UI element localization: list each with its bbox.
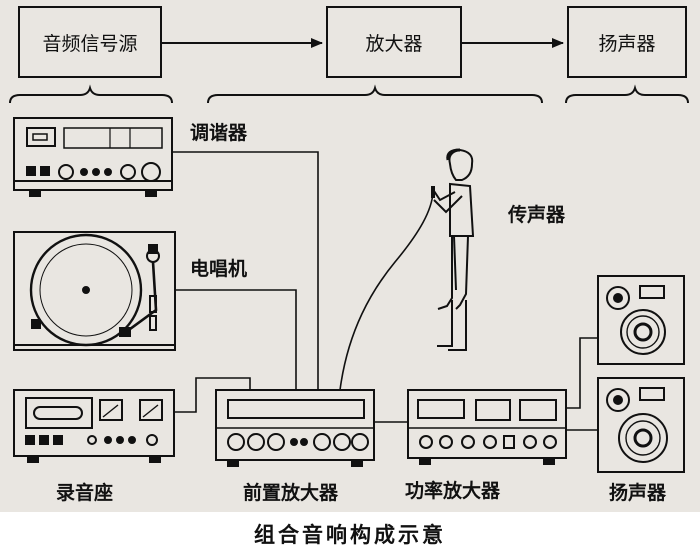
brace-amplifier	[207, 84, 543, 104]
figure-caption: 组合音响构成示意	[254, 523, 446, 547]
wires	[172, 151, 598, 431]
singer-figure	[431, 148, 475, 351]
brace-speaker	[565, 84, 689, 104]
audio-source-box: 音频信号源	[18, 6, 162, 78]
tape-deck-label: 录音座	[56, 482, 114, 504]
power-amp-label: 功率放大器	[405, 480, 501, 502]
microphone-label: 传声器	[508, 204, 566, 226]
preamp-label: 前置放大器	[243, 482, 339, 504]
power-amp-device	[407, 389, 567, 465]
speaker-top-device	[597, 275, 685, 365]
amplifier-box: 放大器	[326, 6, 462, 78]
speakers-label: 扬声器	[609, 482, 667, 504]
tape-deck-device	[13, 389, 175, 463]
speaker-box: 扬声器	[567, 6, 687, 78]
wire-power-to-spk1	[566, 337, 598, 409]
audio-source-label: 音频信号源	[42, 32, 138, 55]
amplifier-label: 放大器	[365, 32, 423, 55]
wire-turntable	[175, 289, 297, 390]
wire-tuner	[172, 151, 319, 390]
wire-microphone	[339, 191, 434, 391]
turntable-label: 电唱机	[190, 258, 248, 280]
speaker-label: 扬声器	[598, 32, 656, 55]
caption-band	[0, 512, 700, 552]
speaker-bottom-device	[597, 377, 685, 473]
tuner-device	[13, 117, 173, 197]
turntable-device	[13, 231, 176, 351]
wire-tapedeck	[174, 377, 251, 413]
preamp-device	[215, 389, 375, 467]
brace-source	[9, 84, 173, 104]
tuner-label: 调谐器	[190, 122, 248, 144]
